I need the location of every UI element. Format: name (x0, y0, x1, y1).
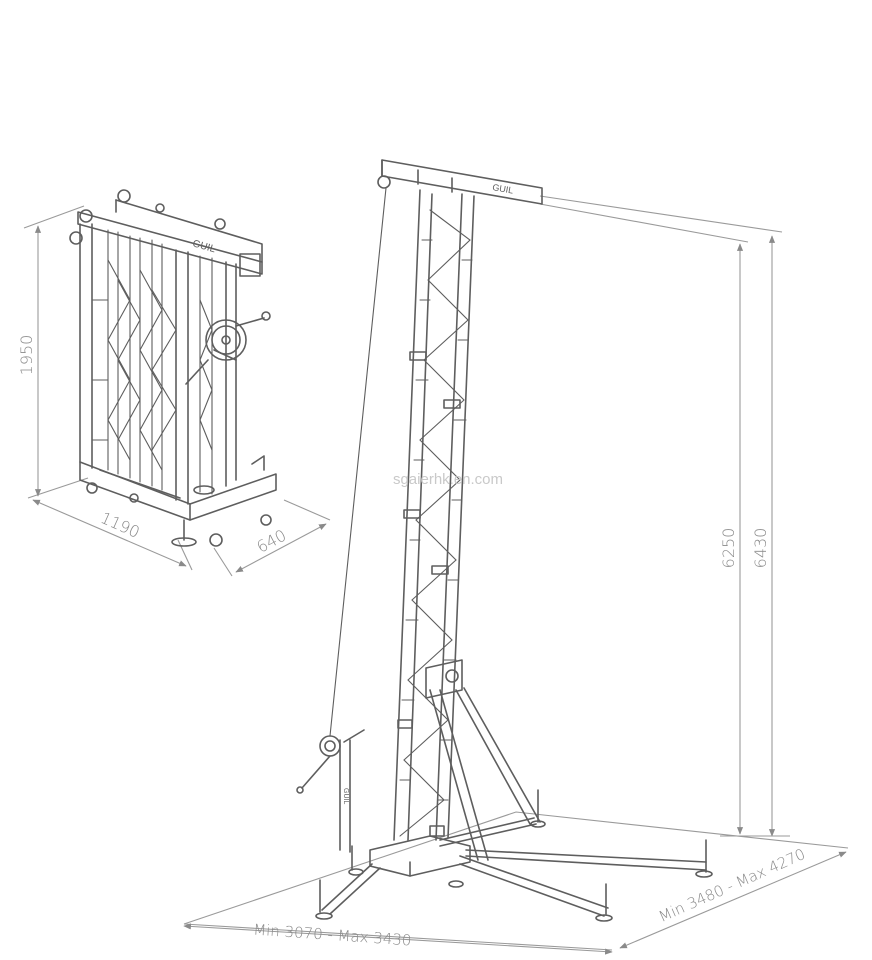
folded-width-dimension (213, 499, 331, 577)
watermark: sgaierhk.en.com (393, 471, 503, 488)
erected-tower: GUIL (183, 159, 849, 955)
folded-winch (185, 311, 271, 385)
beam-brand-label: GUIL (492, 182, 514, 195)
erected-winch: GUIL (296, 729, 365, 853)
folded-height-label: 1950 (17, 335, 36, 376)
height-inner-label: 6250 (719, 528, 738, 569)
folded-tower: GUIL (23, 189, 331, 577)
height-dimension (539, 195, 790, 837)
winch-brand-label: GUIL (342, 788, 349, 804)
folded-length-dimension (32, 499, 193, 571)
folded-width-label: 640 (253, 526, 289, 557)
folded-length-label: 1190 (98, 508, 143, 542)
base-side-label: Min 3480 - Max 4270 (656, 845, 808, 926)
base-front-label: Min 3070 - Max 3430 (253, 921, 412, 950)
folded-brand-label: GUIL (191, 238, 217, 255)
folded-height-dimension (23, 205, 89, 499)
height-outer-label: 6430 (751, 528, 770, 569)
